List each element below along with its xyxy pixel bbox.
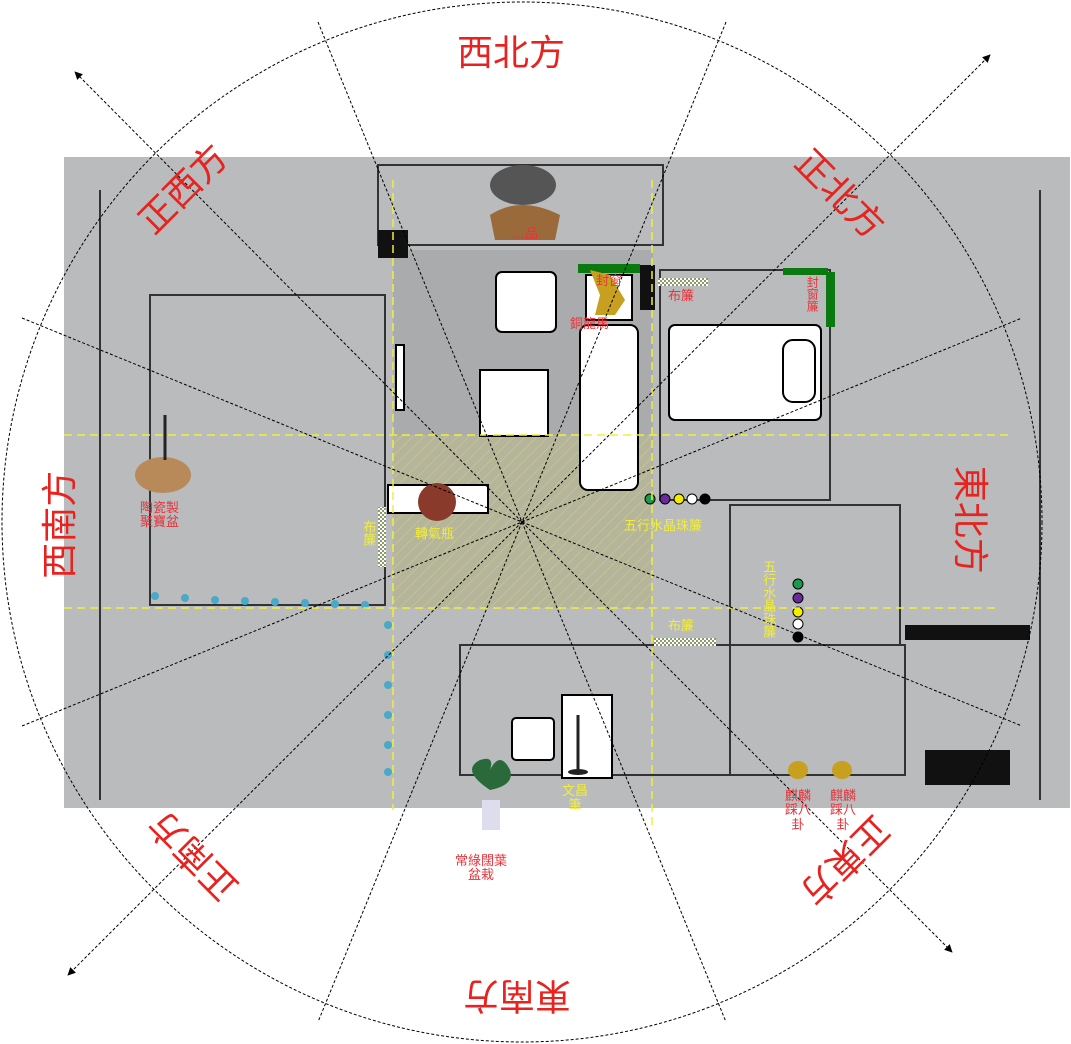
curtain-top-label: 布簾 (668, 289, 695, 304)
seal-window-label: 封窗 (596, 274, 623, 289)
pot-label: 陶瓷製 (140, 501, 180, 516)
copper-horse-label: 銅龍馬 (570, 317, 610, 332)
wenchang-label-2: 筆 (568, 798, 582, 814)
plant-label-1: 常綠闊葉 (455, 854, 508, 869)
qilin-icon (788, 761, 808, 779)
crystal-curtain-label: 五行水晶珠簾 (624, 519, 703, 534)
horse-icon (590, 270, 625, 315)
qilin-label-2: 麒麟踩八卦 (829, 789, 856, 833)
plant-label: 常綠闊葉盆栽 (455, 854, 508, 884)
plant-icon (472, 758, 511, 790)
crystal-curtain-vertical-label: 五行水晶珠簾 (760, 560, 776, 638)
vase-label: 轉氣瓶 (415, 527, 455, 542)
seal-window-bar (578, 264, 640, 273)
vase-icon (418, 483, 456, 521)
compass-circle (1, 1, 1043, 1043)
beads-vertical (792, 578, 804, 643)
dragon-label: …品 (512, 227, 539, 242)
direction-northwest: 西北方 (457, 33, 566, 74)
curtain-left-label: 布簾 (360, 520, 376, 546)
furniture (387, 271, 822, 779)
curtain-left (378, 507, 386, 567)
curtain-top (658, 278, 708, 286)
qilin-icon-2 (832, 761, 852, 779)
sector-lines (21, 21, 1023, 1023)
coin-chain (151, 592, 392, 776)
pot-label-2: 聚寶盆 (140, 515, 180, 531)
direction-southeast: 東南方 (463, 974, 572, 1016)
plant-label-2: 盆栽 (468, 868, 495, 884)
seal-window-right-label: 封窗簾 (805, 276, 820, 312)
qilin-label: 麒麟踩八卦 (784, 789, 811, 833)
curtain-mid-label: 布簾 (668, 619, 695, 634)
treasure-bowl-icon (135, 457, 191, 493)
dragon-fountain-icon (490, 165, 556, 205)
direction-northeast: 東北方 (948, 465, 990, 574)
curtain-mid (654, 638, 716, 646)
wenchang-label: 文昌筆 (562, 784, 589, 814)
direction-southwest: 西南方 (40, 470, 82, 579)
wenchang-label-1: 文昌 (562, 784, 589, 799)
walls (99, 164, 1041, 800)
pot-top-label: 陶瓷製聚寶盆 (140, 501, 180, 531)
seal-window-bar-right (783, 268, 828, 275)
guide-lines (64, 180, 1010, 830)
ornaments (135, 165, 852, 830)
